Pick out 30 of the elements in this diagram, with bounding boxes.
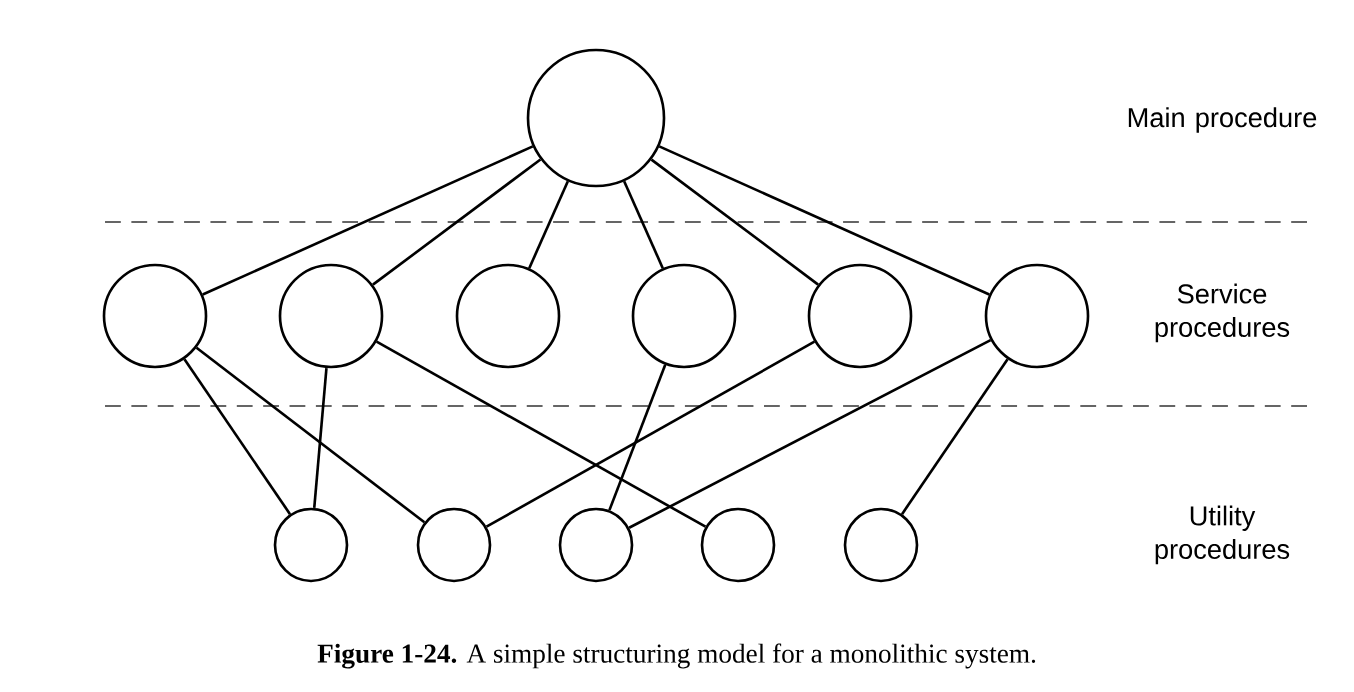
connector-line [183, 358, 292, 515]
connector-line [485, 340, 816, 528]
circle [631, 263, 737, 369]
connector-line [528, 180, 570, 269]
circle [558, 507, 634, 583]
connector-line [608, 364, 667, 511]
circle [273, 507, 349, 583]
connector-line [202, 145, 534, 296]
connector-line [900, 358, 1009, 515]
connector-line [650, 158, 819, 286]
connector-line [622, 180, 664, 269]
circle [455, 263, 561, 369]
tier-label: Utility procedures [1155, 505, 1290, 565]
circle [102, 263, 208, 369]
circle [984, 263, 1090, 369]
connector-line [372, 158, 542, 286]
circle [526, 48, 666, 188]
circle [416, 507, 492, 583]
figure-caption: Figure 1-24. A simple structuring model for a monolithic system. [317, 643, 1036, 669]
circle [843, 507, 919, 583]
connector-line [312, 368, 328, 508]
circle [278, 263, 384, 369]
circle [700, 507, 776, 583]
connector-line [375, 340, 707, 528]
tier-label: Main procedure [1128, 107, 1317, 133]
tier-label: Service procedures [1155, 283, 1290, 343]
circle [807, 263, 913, 369]
connector-line [628, 338, 992, 529]
connector-line [195, 346, 426, 524]
connector-line [658, 145, 990, 296]
